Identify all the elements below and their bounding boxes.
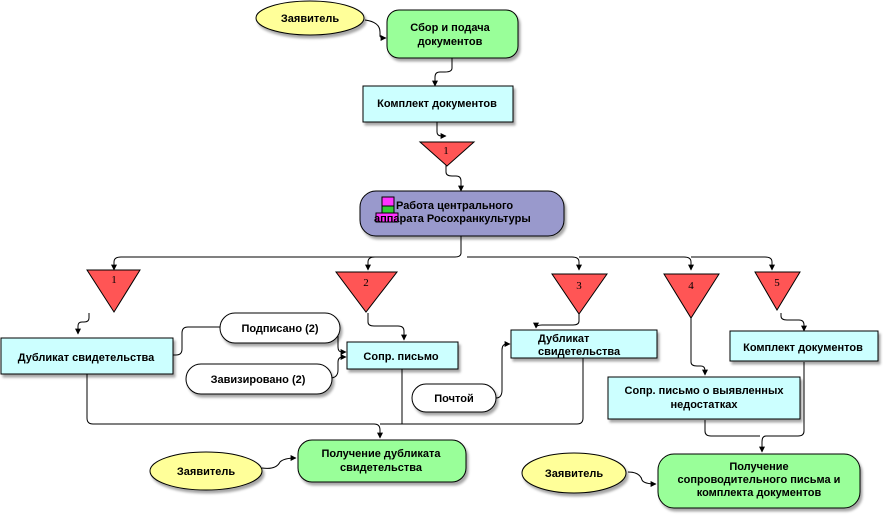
duplicate-certificate-mid: Дубликат свидетельства [510, 329, 658, 359]
cover-letter-document: Сопр. письмо [346, 341, 459, 370]
connector-branch-4 [579, 256, 694, 271]
by-mail-label: Почтой [434, 393, 473, 405]
connector-branch-2 [365, 256, 455, 271]
cover-letter-defects-line2: недостатках [670, 399, 738, 411]
connector-branch-5 [691, 256, 775, 271]
receive-letter-line1: Получение [729, 461, 788, 473]
connector-duplicate-mid-down [380, 358, 584, 425]
applicant-ellipse-bottom-left: Заявитель [149, 451, 263, 491]
receive-duplicate-process: Получение дубликата свидетельства [297, 439, 467, 483]
cover-letter-defects-line1: Сопр. письмо о выявленных [625, 385, 785, 397]
receive-letter-process: Получение сопроводительного письма и ком… [657, 453, 861, 509]
central-office-line2: аппарата Росохранкультуры [374, 213, 531, 225]
triangle-3-number: 3 [576, 280, 582, 292]
signed-label: Подписано (2) [241, 323, 318, 335]
applicant-bottom-left-label: Заявитель [177, 466, 235, 478]
duplicate-certificate-left: Дубликат свидетельства [0, 337, 174, 375]
triangle-1-left: 1 [86, 269, 141, 313]
duplicate-certificate-left-label: Дубликат свидетельства [18, 352, 155, 364]
connector-branch-1 [111, 252, 462, 271]
document-set-right-label: Комплект документов [743, 342, 863, 354]
connectors [75, 19, 807, 487]
document-set-top-label: Комплект документов [377, 98, 497, 110]
triangle-2: 2 [335, 271, 399, 313]
triangle-top-number: 1 [443, 145, 449, 157]
triangle-top: 1 [418, 141, 476, 167]
triangle-5: 5 [754, 271, 801, 311]
receive-duplicate-line2: свидетельства [340, 462, 423, 474]
central-office-process: Работа центрального аппарата Росохранкул… [359, 190, 565, 237]
connector-collect-to-docset [432, 58, 453, 87]
applicant-ellipse-top: Заявитель [255, 0, 365, 36]
triangle-4: 4 [663, 273, 720, 319]
triangle-4-number: 4 [688, 280, 694, 292]
connector-docset-to-triangle [436, 122, 447, 139]
cover-letter-label: Сопр. письмо [363, 351, 438, 363]
collect-docs-line2: документов [418, 36, 483, 48]
triangle-2-number: 2 [363, 277, 369, 289]
magenta-square-icon [381, 196, 395, 207]
connector-branch-3 [467, 256, 582, 271]
connector-mail-to-duplicate [495, 341, 511, 399]
duplicate-mid-line2: свидетельства [538, 346, 621, 358]
central-office-line1: Работа центрального [396, 200, 513, 212]
connector-t2-to-cover [367, 313, 407, 341]
connector-t5-to-docset [780, 313, 807, 332]
cover-letter-defects: Сопр. письмо о выявленных недостатках [607, 376, 801, 420]
connector-signed-to-cover [337, 330, 347, 355]
document-set-right: Комплект документов [729, 330, 879, 362]
collect-docs-process: Сбор и подача документов [386, 9, 519, 59]
connector-applicant-left-to-receive [261, 455, 297, 469]
connector-signed-to-duplicate [165, 326, 220, 358]
triangle-3: 3 [551, 273, 608, 315]
triangle-5-number: 5 [774, 277, 780, 289]
receive-letter-line2: сопроводительного письма и [678, 474, 841, 486]
collect-docs-line1: Сбор и подача [410, 22, 490, 34]
connector-triangle-to-central [445, 164, 464, 192]
connector-t1-to-duplicate [75, 313, 90, 335]
connector-t3-to-duplicate-mid [533, 313, 580, 329]
endorsed-label: Завизировано (2) [211, 374, 306, 386]
magenta-bar-icon [375, 212, 399, 223]
applicant-bottom-right-label: Заявитель [545, 468, 603, 480]
connector-defects-down [704, 420, 760, 437]
connector-applicant-to-collect [364, 19, 387, 41]
receive-duplicate-line1: Получение дубликата [321, 448, 441, 460]
applicant-ellipse-bottom-right: Заявитель [521, 452, 627, 494]
applicant-top-label: Заявитель [281, 13, 339, 25]
connector-applicant-right-to-receive [627, 471, 657, 487]
triangle-1-number: 1 [111, 274, 117, 286]
connector-duplicate-left-down [86, 372, 383, 439]
endorsed-status: Завизировано (2) [185, 363, 333, 395]
by-mail-status: Почтой [411, 383, 497, 413]
duplicate-mid-line1: Дубликат [538, 333, 590, 345]
receive-letter-line3: комплекта документов [697, 487, 822, 499]
connector-t4-to-defects [690, 318, 708, 376]
connector-docset-right-down [759, 362, 805, 453]
connector-endorsed-to-cover [329, 354, 347, 379]
signed-status: Подписано (2) [219, 312, 341, 344]
document-set-top: Комплект документов [362, 85, 514, 123]
